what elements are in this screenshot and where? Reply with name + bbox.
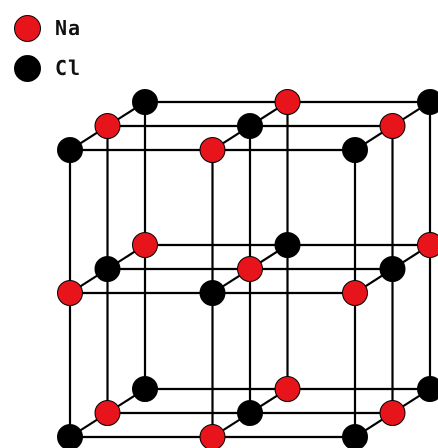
sodium-atom	[237, 256, 263, 282]
chlorine-atom	[417, 376, 438, 402]
chlorine-atom-icon	[14, 54, 41, 82]
chlorine-atom	[417, 89, 438, 115]
sodium-atom	[57, 280, 83, 306]
sodium-atom	[342, 280, 368, 306]
legend-label-na: Na	[55, 16, 82, 40]
chlorine-atom	[132, 376, 158, 402]
chlorine-atom	[132, 89, 158, 115]
chlorine-atom	[199, 280, 226, 306]
legend-item-na: Na	[14, 8, 174, 48]
chlorine-atom	[94, 256, 121, 282]
sodium-atom-icon	[14, 14, 41, 42]
chlorine-atom	[342, 137, 368, 163]
legend-label-cl: Cl	[55, 56, 82, 80]
sodium-atom	[199, 137, 226, 163]
chlorine-atom	[237, 400, 263, 426]
sodium-atom	[417, 232, 438, 258]
sodium-atom	[274, 376, 301, 402]
sodium-atom	[274, 89, 301, 115]
sodium-atom	[94, 400, 121, 426]
chlorine-atom	[379, 256, 406, 282]
chlorine-atom	[342, 424, 368, 448]
chlorine-atom	[57, 137, 83, 163]
chlorine-atom	[274, 232, 301, 258]
chlorine-atom	[57, 424, 83, 448]
sodium-atom	[132, 232, 158, 258]
sodium-atom	[379, 400, 406, 426]
legend: Na Cl	[14, 8, 174, 88]
chlorine-atom	[237, 113, 263, 139]
legend-item-cl: Cl	[14, 48, 174, 88]
sodium-atom	[94, 113, 121, 139]
sodium-atom	[379, 113, 406, 139]
sodium-atom	[199, 424, 226, 448]
